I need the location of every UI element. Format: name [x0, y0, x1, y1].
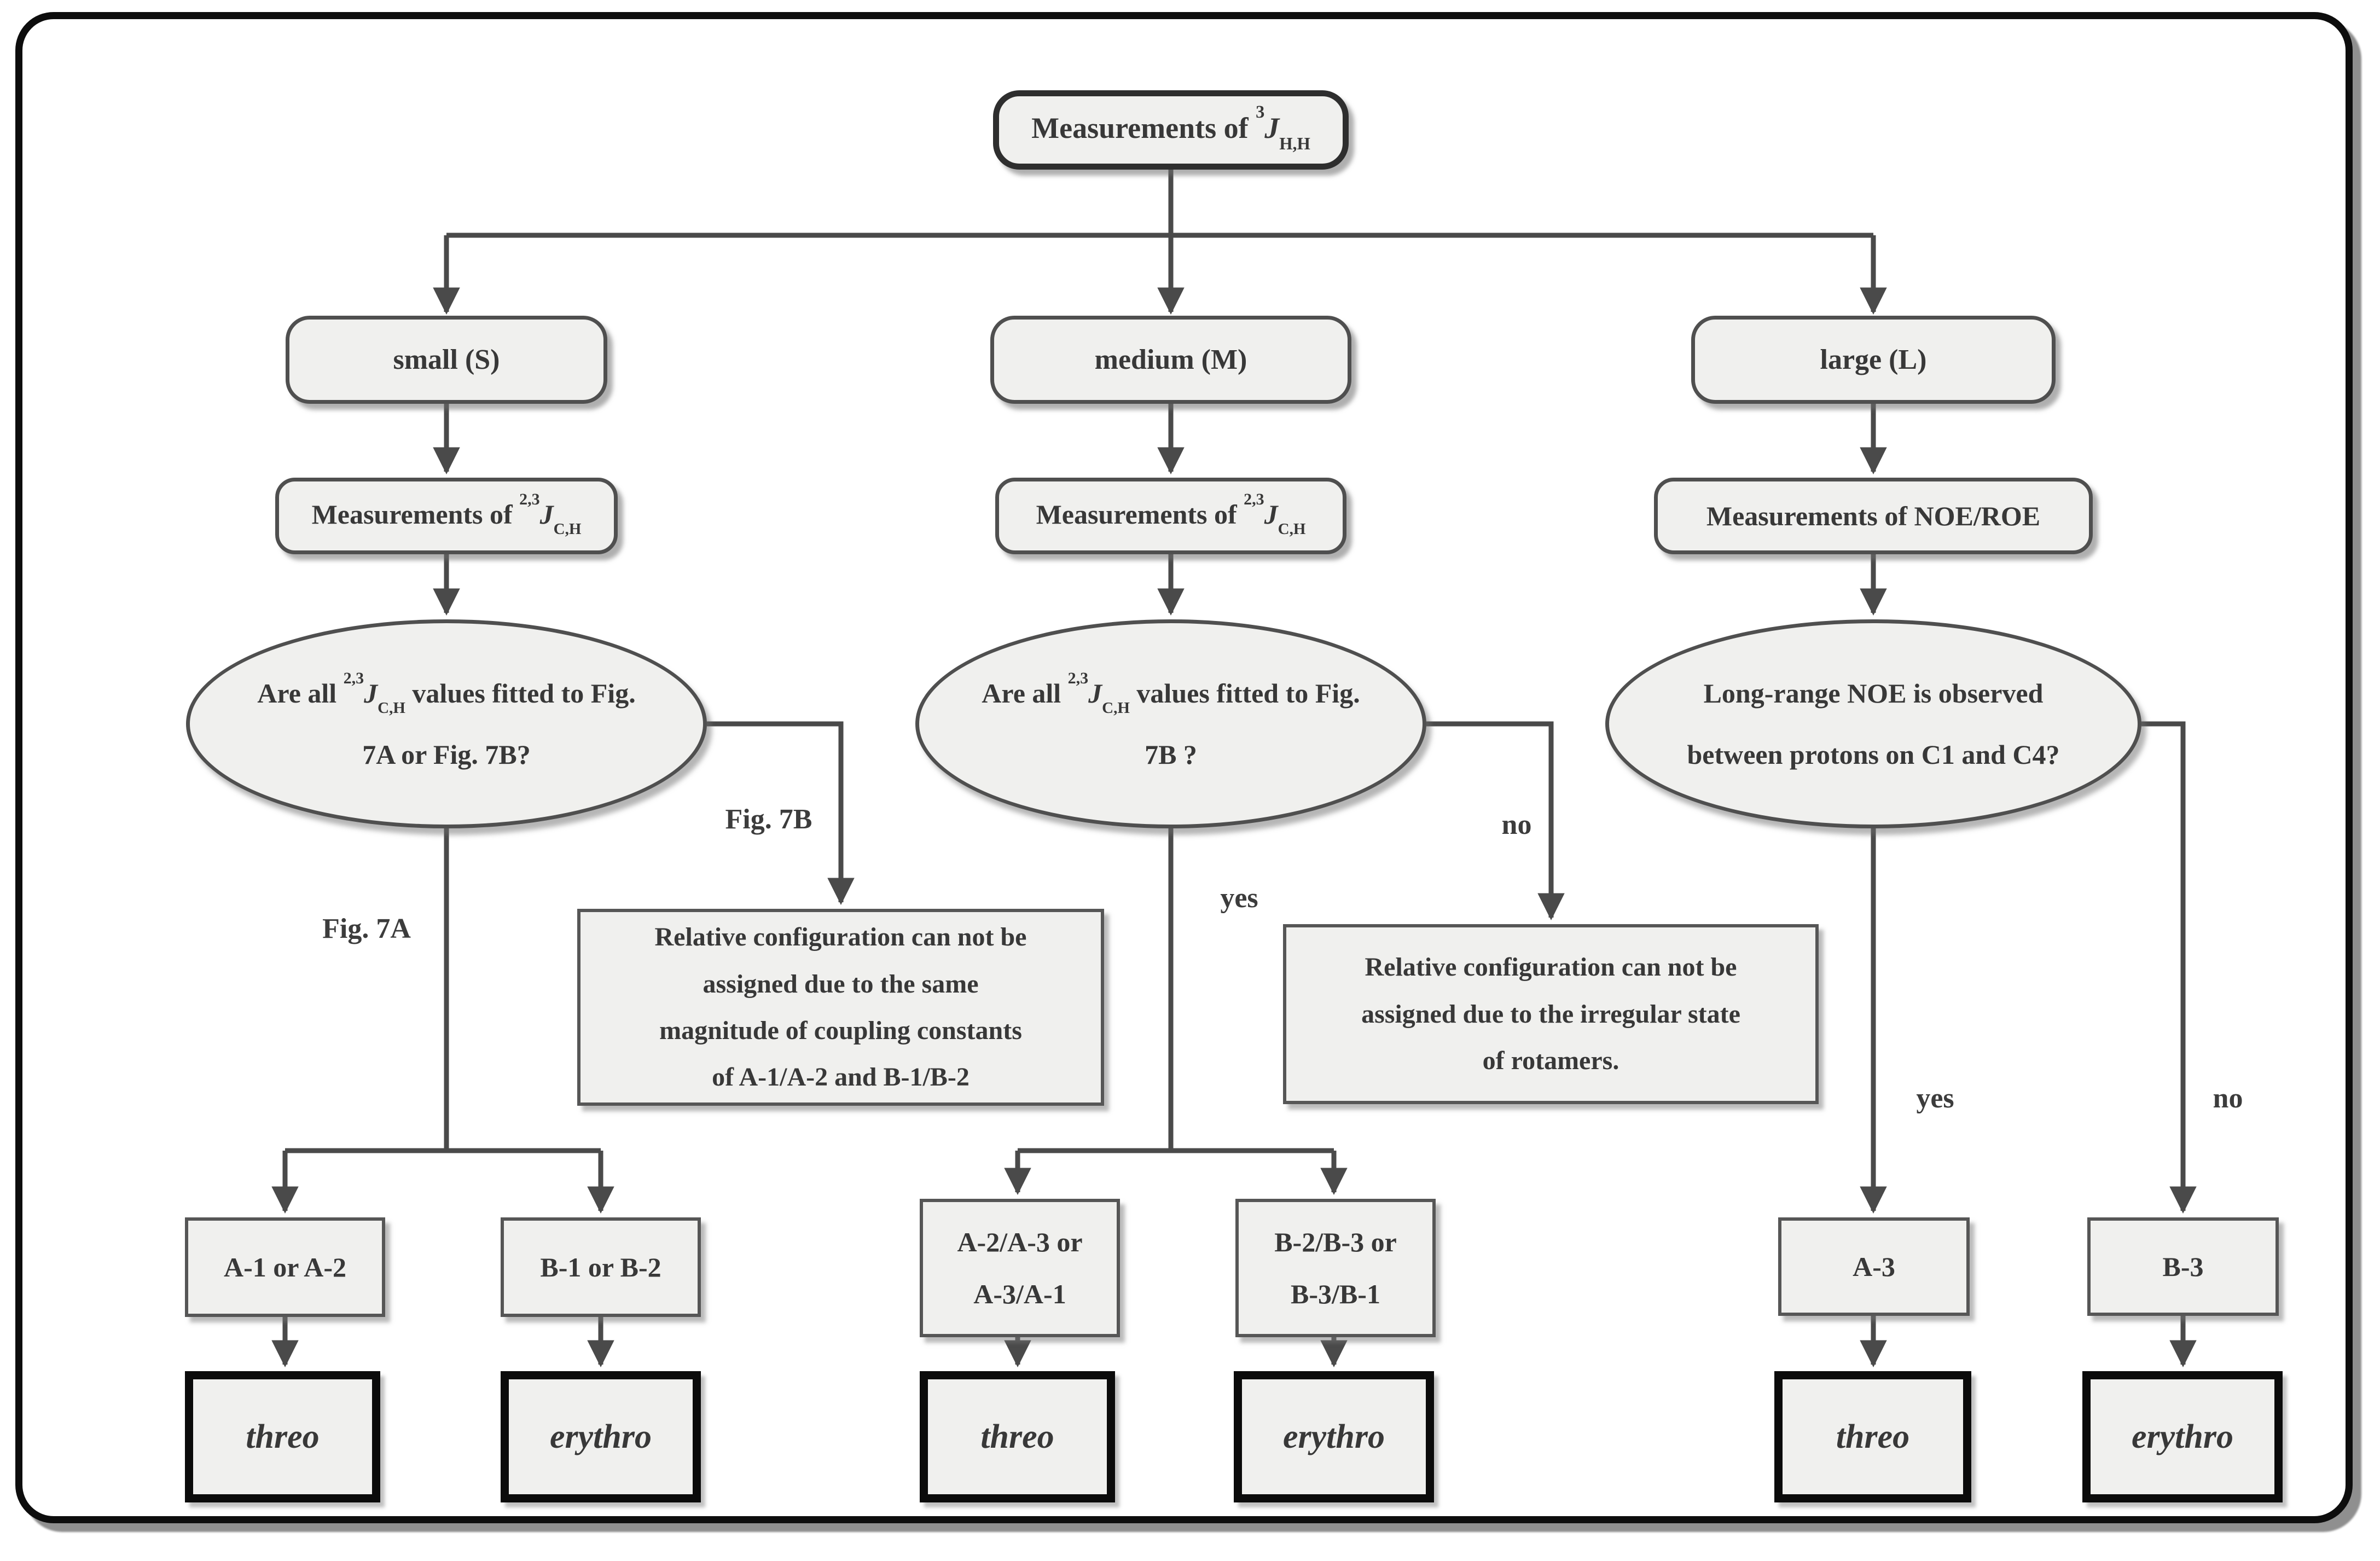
node-label: Measurements of 2,3JC,H [1036, 490, 1306, 538]
node-label: threo [980, 1418, 1054, 1455]
outcome-a3: A-3 [1778, 1217, 1970, 1316]
edge-label-yes-mid: yes [1220, 883, 1258, 914]
node-label: Measurements of NOE/ROE [1706, 501, 2041, 531]
node-label: medium (M) [1094, 344, 1247, 375]
result-threo-left: threo [185, 1371, 380, 1502]
result-threo-mid: threo [920, 1371, 1115, 1502]
node-label: erythro [2132, 1418, 2233, 1455]
edge-label-no-mid: no [1501, 809, 1532, 840]
edge-label-no-right: no [2213, 1083, 2243, 1114]
node-measurements-jch-mid: Measurements of 2,3JC,H [995, 478, 1346, 554]
outcome-a1-or-a2: A-1 or A-2 [185, 1217, 385, 1317]
decision-fitted-7a-7b: Are all 2,3JC,H values fitted to Fig. 7A… [186, 619, 707, 828]
edge-label-fig7b: Fig. 7B [725, 804, 812, 835]
edge-label-fig7a: Fig. 7A [322, 913, 411, 944]
result-erythro-left: erythro [501, 1371, 701, 1502]
edge-no-right-elbow [2141, 721, 2197, 1214]
node-label: A-2/A-3 or A-3/A-1 [957, 1226, 1083, 1309]
node-label: Relative configuration can not be assign… [654, 922, 1027, 1092]
node-label: B-1 or B-2 [540, 1252, 661, 1283]
outcome-a2a3-or-a3a1: A-2/A-3 or A-3/A-1 [920, 1199, 1120, 1337]
decision-fitted-7b: Are all 2,3JC,H values fitted to Fig. 7B… [915, 619, 1426, 828]
note-same-magnitude: Relative configuration can not be assign… [577, 909, 1104, 1106]
result-erythro-mid: erythro [1234, 1371, 1434, 1502]
result-threo-right: threo [1774, 1371, 1971, 1502]
node-label: Are all 2,3JC,H values fitted to Fig. 7A… [257, 669, 636, 770]
node-label: Measurements of 2,3JC,H [311, 490, 582, 538]
node-large: large (L) [1691, 316, 2056, 404]
node-label: large (L) [1820, 344, 1927, 375]
outcome-b3: B-3 [2087, 1217, 2279, 1316]
node-label: threo [246, 1418, 320, 1455]
node-label: B-3 [2162, 1251, 2204, 1282]
node-measurements-noe-roe: Measurements of NOE/ROE [1654, 478, 2093, 554]
edge-no-mid-elbow [1426, 721, 1565, 920]
node-small: small (S) [286, 316, 607, 404]
node-label: Long-range NOE is observed between proto… [1687, 677, 2060, 770]
node-label: Are all 2,3JC,H values fitted to Fig. 7B… [982, 669, 1360, 770]
node-label: B-2/B-3 or B-3/B-1 [1274, 1226, 1397, 1309]
edge-fig7b-elbow [707, 721, 855, 905]
decision-long-range-noe: Long-range NOE is observed between proto… [1605, 619, 2141, 828]
outcome-b1-or-b2: B-1 or B-2 [501, 1217, 701, 1317]
node-medium: medium (M) [990, 316, 1351, 404]
node-label: Measurements of 3JH,H [1031, 102, 1310, 153]
node-label: erythro [550, 1418, 652, 1455]
node-label: small (S) [393, 344, 500, 375]
node-label: erythro [1283, 1418, 1385, 1455]
node-measurements-jhh: Measurements of 3JH,H [993, 90, 1349, 170]
node-label: A-1 or A-2 [223, 1252, 347, 1283]
node-measurements-jch-left: Measurements of 2,3JC,H [275, 478, 618, 554]
edge-label-yes-right: yes [1916, 1083, 1954, 1114]
note-irregular-rotamers: Relative configuration can not be assign… [1283, 924, 1819, 1104]
node-label: Relative configuration can not be assign… [1361, 953, 1740, 1076]
node-label: threo [1836, 1418, 1910, 1455]
outcome-b2b3-or-b3b1: B-2/B-3 or B-3/B-1 [1235, 1199, 1436, 1337]
result-erythro-right: erythro [2082, 1371, 2283, 1502]
node-label: A-3 [1853, 1251, 1895, 1282]
